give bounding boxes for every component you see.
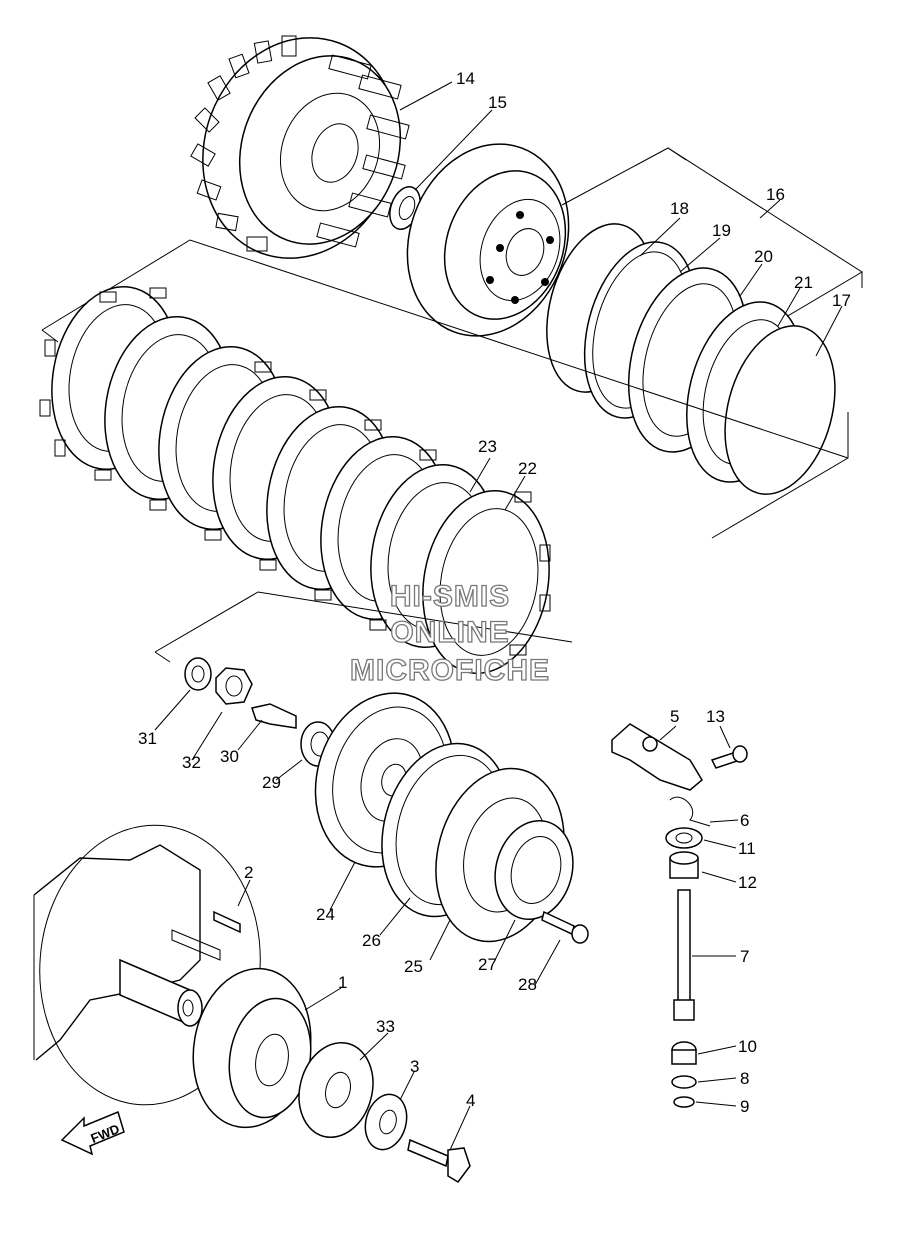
callout-10: 10	[738, 1037, 757, 1056]
callout-31: 31	[138, 729, 157, 748]
clutch-seat-parts	[546, 223, 836, 495]
fwd-arrow-icon: FWD	[60, 1110, 125, 1156]
callout-8: 8	[740, 1069, 749, 1088]
callout-3: 3	[410, 1057, 419, 1076]
callout-28: 28	[518, 975, 537, 994]
push-lever-assembly	[611, 723, 748, 1108]
watermark-line-3: MICROFICHE	[350, 654, 550, 687]
callout-25: 25	[404, 957, 423, 976]
callout-7: 7	[740, 947, 749, 966]
callout-5: 5	[670, 707, 679, 726]
callout-24: 24	[316, 905, 335, 924]
callout-27: 27	[478, 955, 497, 974]
callout-33: 33	[376, 1017, 395, 1036]
callout-9: 9	[740, 1097, 749, 1116]
watermark-line-2: ONLINE	[390, 616, 509, 649]
callout-labels: 14 15 16 17 18 19 20 21 22 23 31 32 30 2…	[138, 69, 851, 1116]
primary-drive-gear	[192, 967, 312, 1129]
callout-26: 26	[362, 931, 381, 950]
callout-30: 30	[220, 747, 239, 766]
callout-17: 17	[832, 291, 851, 310]
callout-13: 13	[706, 707, 725, 726]
callout-11: 11	[738, 839, 756, 858]
watermark-line-1: HI-SMIS	[390, 580, 510, 613]
callout-32: 32	[182, 753, 201, 772]
nut-washer-bearing	[184, 657, 336, 767]
callout-1: 1	[338, 973, 347, 992]
bolt-28	[541, 910, 589, 944]
friction-plate-stack	[39, 286, 551, 674]
callout-15: 15	[488, 93, 507, 112]
callout-6: 6	[740, 811, 749, 830]
callout-21: 21	[794, 273, 813, 292]
clutch-boss	[406, 143, 570, 337]
callout-14: 14	[456, 69, 475, 88]
diaphragm-spring-group	[381, 742, 574, 943]
callout-19: 19	[712, 221, 731, 240]
key-2	[213, 910, 241, 934]
lock-washer-nut-bolt	[298, 1041, 471, 1183]
leader-lines	[154, 81, 843, 1151]
callout-22: 22	[518, 459, 537, 478]
callout-20: 20	[754, 247, 773, 266]
clutch-housing	[190, 35, 410, 259]
callout-2: 2	[244, 863, 253, 882]
callout-23: 23	[478, 437, 497, 456]
watermark: HI-SMIS ONLINE MICROFICHE	[349, 579, 550, 687]
callout-12: 12	[738, 873, 757, 892]
callout-18: 18	[670, 199, 689, 218]
push-rod-bracket	[154, 591, 573, 663]
callout-4: 4	[466, 1091, 475, 1110]
callout-29: 29	[262, 773, 281, 792]
callout-16: 16	[766, 185, 785, 204]
